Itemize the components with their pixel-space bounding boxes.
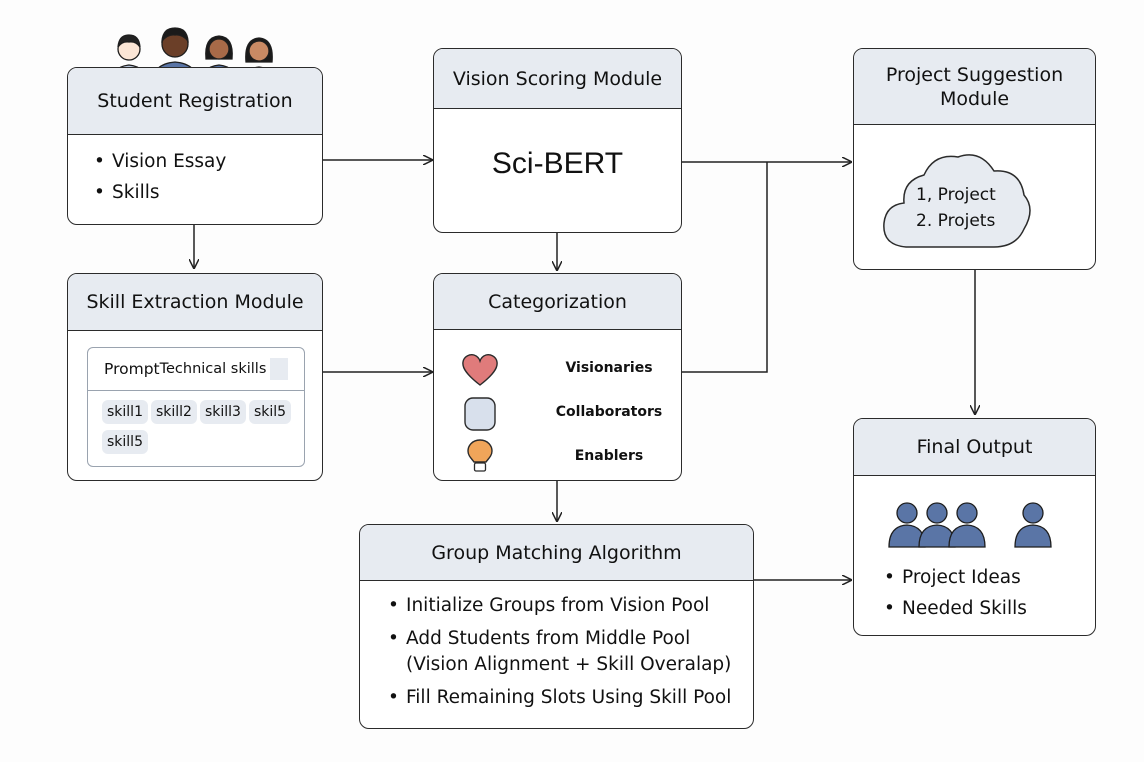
prompt-cursor xyxy=(270,358,289,380)
group-matching-box: Group Matching Algorithm Initialize Grou… xyxy=(359,524,754,729)
project-suggestion-title-line2: Module xyxy=(939,87,1010,110)
prompt-label: Prompt xyxy=(104,360,160,378)
list-item: Vision Essay xyxy=(94,151,322,182)
student-registration-list: Vision Essay Skills xyxy=(68,135,322,203)
project-suggestion-title: Project Suggestion Module xyxy=(854,49,1095,125)
list-item-continuation-text: (Vision Alignment + Skill Overalap) xyxy=(406,654,732,675)
sci-bert-label: Sci-BERT xyxy=(491,147,624,180)
categorization-title: Categorization xyxy=(434,274,681,330)
person-icon xyxy=(888,502,926,548)
cloud-project-list: 1, Project 2. Projets xyxy=(916,182,996,234)
person-icon xyxy=(918,502,956,548)
category-row-enablers: Enablers xyxy=(434,438,681,478)
category-label: Visionaries xyxy=(565,360,653,376)
project-suggestion-title-line1: Project Suggestion xyxy=(885,63,1064,86)
skill-chip: skill3 xyxy=(199,400,246,424)
category-row-visionaries: Visionaries xyxy=(434,350,681,390)
list-item: 1, Project xyxy=(916,185,996,205)
cloud-icon xyxy=(883,154,1031,248)
skill-chip: skill2 xyxy=(150,400,197,424)
list-item: Needed Skills xyxy=(884,598,1027,619)
category-label: Collaborators xyxy=(555,404,663,420)
category-label: Enablers xyxy=(574,448,644,464)
student-registration-title: Student Registration xyxy=(68,68,322,135)
skill-chip: skil5 xyxy=(248,400,292,424)
prompt-bar: Prompt Technical skills xyxy=(88,348,304,391)
skill-chip: skill1 xyxy=(102,400,148,424)
skill-extraction-title: Skill Extraction Module xyxy=(68,274,322,331)
final-output-list: Project Ideas Needed Skills xyxy=(884,567,1027,619)
person-icon xyxy=(1014,502,1052,548)
vision-scoring-box: Vision Scoring Module Sci-BERT xyxy=(433,48,682,233)
team-icon xyxy=(888,502,1052,548)
vision-scoring-title: Vision Scoring Module xyxy=(434,49,681,109)
student-registration-box: Student Registration Vision Essay Skills xyxy=(67,67,323,225)
heart-icon xyxy=(462,354,498,386)
category-row-collaborators: Collaborators xyxy=(434,394,681,434)
final-output-box: Final Output Project Ideas Needed Skills xyxy=(853,418,1096,636)
categorization-box: Categorization Visionaries Collaborators… xyxy=(433,273,682,481)
list-item: Skills xyxy=(94,182,322,203)
final-output-title: Final Output xyxy=(854,419,1095,476)
list-item-continuation: (Vision Alignment + Skill Overalap) xyxy=(388,654,753,687)
skill-extraction-box: Skill Extraction Module Prompt Technical… xyxy=(67,273,323,481)
group-matching-steps: Initialize Groups from Vision Pool Add S… xyxy=(360,581,753,708)
list-item: Initialize Groups from Vision Pool xyxy=(388,595,753,628)
list-item: Fill Remaining Slots Using Skill Pool xyxy=(388,687,753,708)
person-icon xyxy=(948,502,986,548)
group-matching-title: Group Matching Algorithm xyxy=(360,525,753,581)
list-item: Add Students from Middle Pool xyxy=(388,628,753,654)
prompt-text: Technical skills xyxy=(159,361,267,377)
lightbulb-icon xyxy=(467,439,493,472)
project-suggestion-box: Project Suggestion Module 1, Project 2. … xyxy=(853,48,1096,270)
rounded-square-icon xyxy=(464,397,496,431)
list-item: Project Ideas xyxy=(884,567,1027,598)
skill-chip: skill5 xyxy=(102,430,148,454)
list-item: 2. Projets xyxy=(916,211,996,231)
line-categorization-to-junction xyxy=(681,162,768,373)
